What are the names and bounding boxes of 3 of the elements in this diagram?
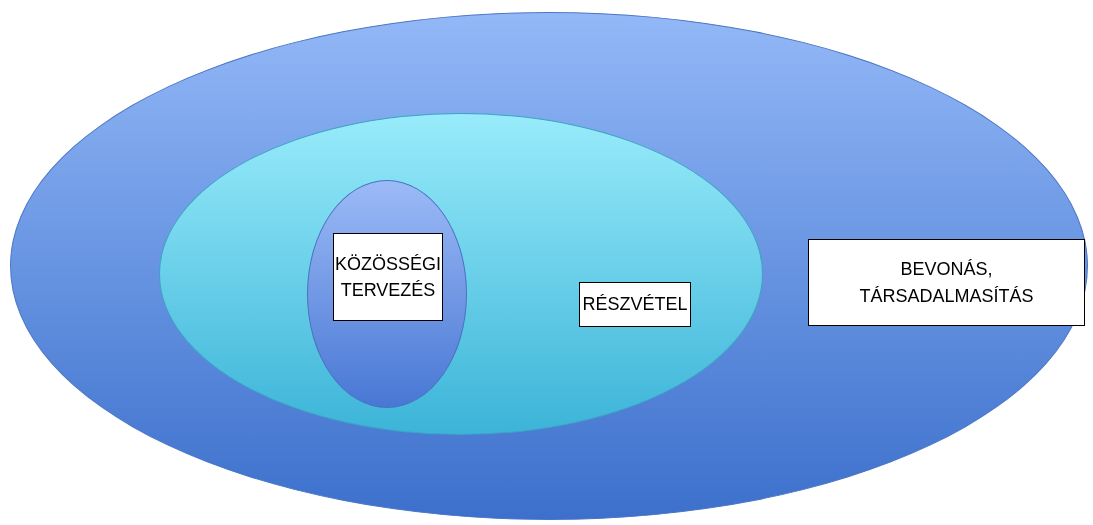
text-label: BEVONÁS, TÁRSADALMASÍTÁS [808, 239, 1085, 326]
text-label: RÉSZVÉTEL [579, 282, 691, 327]
text-label: KÖZÖSSÉGI TERVEZÉS [333, 233, 443, 321]
